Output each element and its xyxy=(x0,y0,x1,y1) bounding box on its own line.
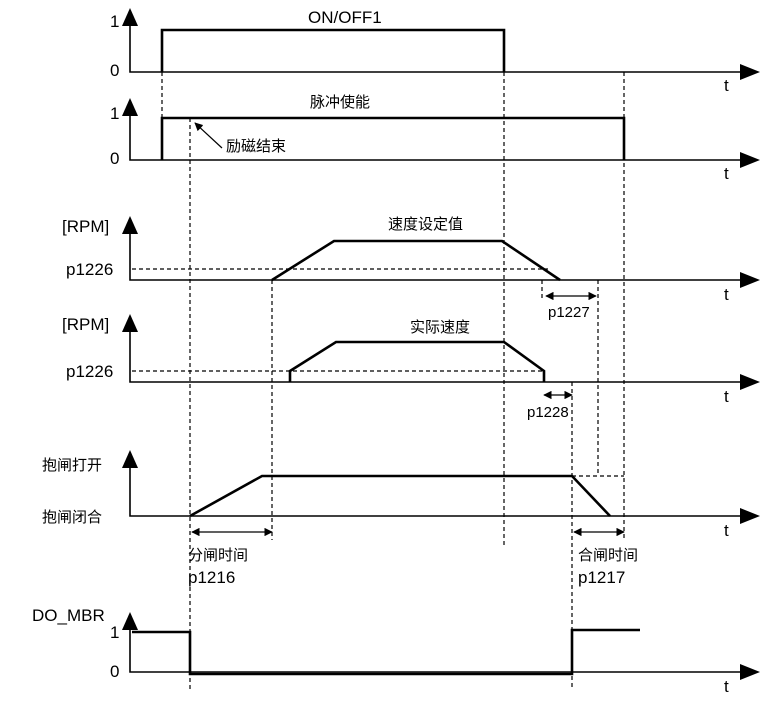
pulse-panel: 1 0 t 脉冲使能 励磁结束 xyxy=(110,93,760,183)
actual-y-label: [RPM] xyxy=(62,315,109,334)
brake-open-time-param: p1216 xyxy=(188,568,235,587)
setpoint-t-label: t xyxy=(724,285,729,304)
actual-axes xyxy=(129,330,752,383)
pulse-y-arrow xyxy=(122,98,138,116)
setpoint-axes xyxy=(129,232,752,281)
do-mbr-y-arrow xyxy=(122,612,138,630)
do-mbr-title: DO_MBR xyxy=(32,606,105,625)
setpoint-title: 速度设定值 xyxy=(388,215,463,233)
pulse-x-arrow xyxy=(740,152,760,168)
pulse-y1-label: 1 xyxy=(110,104,119,123)
actual-y-arrow xyxy=(122,314,138,332)
do-mbr-signal xyxy=(132,628,640,676)
brake-panel: 抱闸打开 抱闸闭合 t 分闸时间 p1216 合闸时间 p1217 xyxy=(42,450,760,587)
do-mbr-y0-label: 0 xyxy=(110,662,119,681)
onoff-signal xyxy=(160,28,506,72)
brake-axes xyxy=(129,466,752,517)
setpoint-panel: [RPM] p1226 t 速度设定值 p1227 xyxy=(62,215,760,321)
setpoint-y-label: [RPM] xyxy=(62,217,109,236)
brake-x-arrow xyxy=(740,508,760,524)
brake-closed-label: 抱闸闭合 xyxy=(42,508,102,526)
onoff-axes xyxy=(129,24,752,73)
magnetization-arrow xyxy=(194,122,223,149)
setpoint-level-label: p1226 xyxy=(66,260,113,279)
actual-x-arrow xyxy=(740,374,760,390)
onoff-t-label: t xyxy=(724,76,729,95)
actual-level-label: p1226 xyxy=(66,362,113,381)
brake-close-time-param: p1217 xyxy=(578,568,625,587)
onoff-y0-label: 0 xyxy=(110,61,119,80)
onoff-x-arrow xyxy=(740,64,760,80)
brake-open-time-label: 分闸时间 xyxy=(188,546,248,564)
do-mbr-x-arrow xyxy=(740,664,760,680)
do-mbr-t-label: t xyxy=(724,677,729,696)
magnetization-end-label: 励磁结束 xyxy=(226,137,286,155)
guide-lines xyxy=(161,72,625,690)
do-mbr-axes xyxy=(129,628,752,673)
actual-panel: [RPM] p1226 t 实际速度 p1228 xyxy=(62,314,760,421)
pulse-axes xyxy=(129,114,752,161)
brake-t-label: t xyxy=(724,521,729,540)
actual-t-label: t xyxy=(724,387,729,406)
pulse-y0-label: 0 xyxy=(110,149,119,168)
onoff-y-arrow xyxy=(122,8,138,26)
p1228-label: p1228 xyxy=(527,404,569,421)
setpoint-x-arrow xyxy=(740,272,760,288)
brake-close-time-label: 合闸时间 xyxy=(578,546,638,564)
do-mbr-panel: DO_MBR 1 0 t xyxy=(32,606,760,696)
brake-y-arrow xyxy=(122,450,138,468)
brake-open-label: 抱闸打开 xyxy=(42,456,102,474)
brake-signal xyxy=(189,474,611,518)
actual-title: 实际速度 xyxy=(410,318,470,336)
p1227-label: p1227 xyxy=(548,304,590,321)
onoff-panel: 1 0 t ON/OFF1 xyxy=(110,8,760,95)
actual-signal xyxy=(288,340,546,382)
setpoint-y-arrow xyxy=(122,216,138,234)
do-mbr-y1-label: 1 xyxy=(110,623,119,642)
onoff-title: ON/OFF1 xyxy=(308,8,382,27)
pulse-title: 脉冲使能 xyxy=(310,93,370,111)
setpoint-signal xyxy=(271,239,561,282)
pulse-t-label: t xyxy=(724,164,729,183)
onoff-y1-label: 1 xyxy=(110,12,119,31)
